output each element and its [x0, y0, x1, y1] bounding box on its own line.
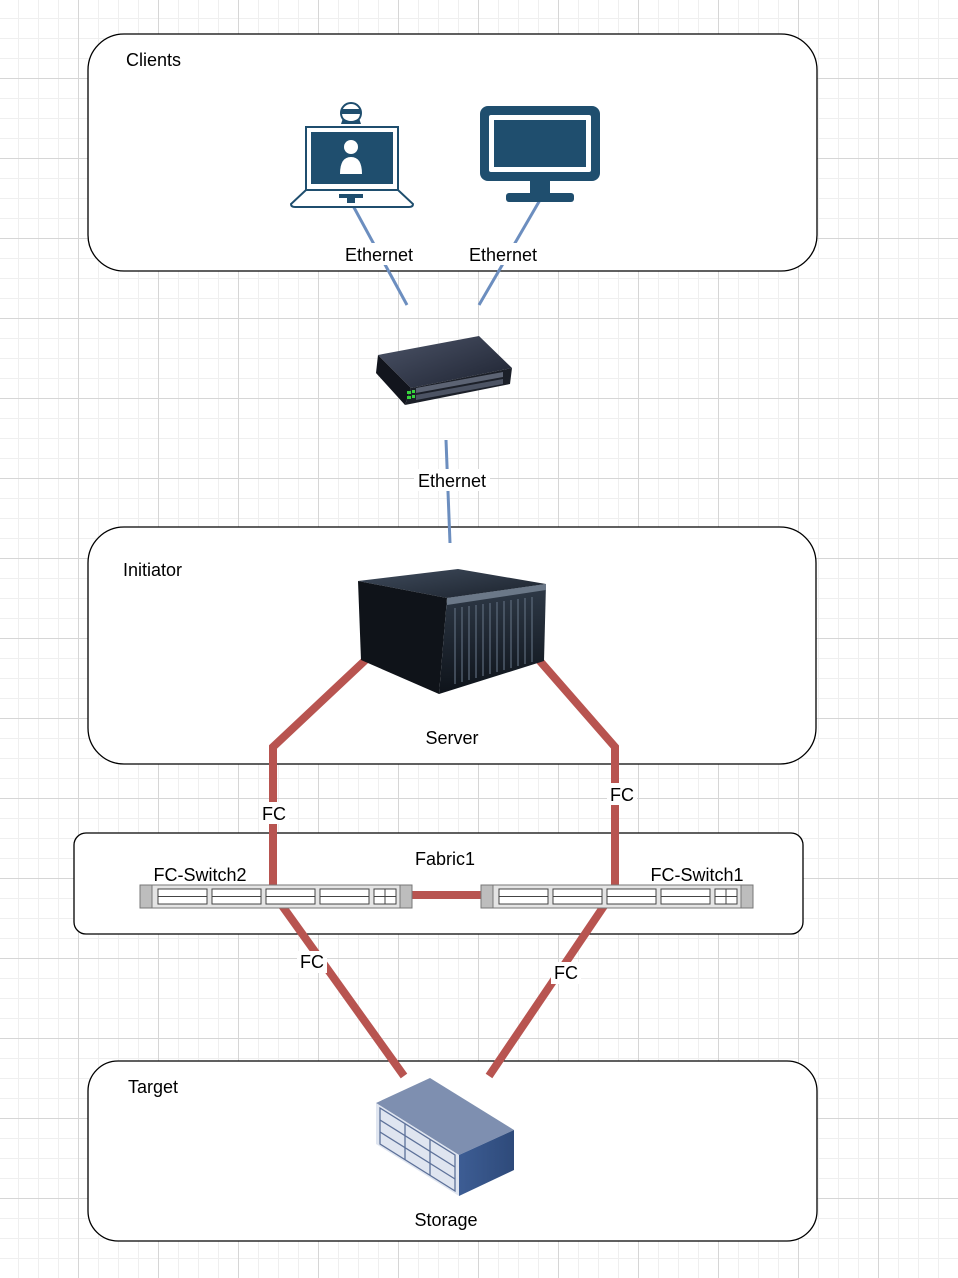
fabric-group-label: Fabric1	[415, 849, 475, 869]
monitor-link-label-group: Ethernet	[466, 243, 540, 265]
laptop-link-label: Ethernet	[345, 245, 413, 265]
server-right-link-label-group: FC	[607, 783, 637, 805]
fc-switch2-to-storage-link[interactable]	[274, 897, 408, 1079]
left-storage-link-label-group: FC	[297, 951, 327, 973]
fabric-group[interactable]	[73, 832, 804, 935]
switch-server-link-label-group: Ethernet	[414, 469, 490, 491]
laptop-link-label-group: Ethernet	[342, 243, 416, 265]
fc-links	[269, 649, 619, 1079]
laptop-user-icon[interactable]	[289, 102, 415, 208]
storage-label: Storage	[414, 1210, 477, 1230]
server-drive-bays	[454, 597, 533, 684]
server-label: Server	[425, 728, 478, 748]
clients-group[interactable]: Clients	[87, 33, 818, 272]
desktop-monitor-icon[interactable]	[480, 106, 600, 202]
switch-server-ethernet-link[interactable]	[444, 439, 452, 544]
fc-switch2-label: FC-Switch2	[153, 865, 246, 885]
storage-drive-bays	[379, 1106, 456, 1193]
fc-switch1-to-storage-link[interactable]	[485, 897, 612, 1079]
switch-server-link-label: Ethernet	[418, 471, 486, 491]
left-storage-link-label: FC	[300, 952, 324, 972]
switch-port-rows	[416, 372, 503, 400]
right-storage-link-label-group: FC	[551, 962, 581, 984]
storage-array-icon[interactable]	[376, 1078, 514, 1196]
clients-group-label: Clients	[126, 50, 181, 70]
target-group-label: Target	[128, 1077, 178, 1097]
server-left-link-label: FC	[262, 804, 286, 824]
server-right-link-label: FC	[610, 785, 634, 805]
fc-switch1-icon[interactable]	[480, 884, 754, 909]
fc-switch2-icon[interactable]	[139, 884, 413, 909]
server-to-fc-switch1-link[interactable]	[528, 649, 619, 887]
server-to-fc-switch2-link[interactable]	[269, 649, 377, 887]
rack-server-icon[interactable]	[358, 569, 546, 694]
server-left-link-label-group: FC	[259, 802, 289, 824]
fc-switch1-label: FC-Switch1	[650, 865, 743, 885]
right-storage-link-label: FC	[554, 963, 578, 983]
initiator-group-label: Initiator	[123, 560, 182, 580]
ethernet-switch-icon[interactable]	[376, 336, 512, 405]
monitor-link-label: Ethernet	[469, 245, 537, 265]
